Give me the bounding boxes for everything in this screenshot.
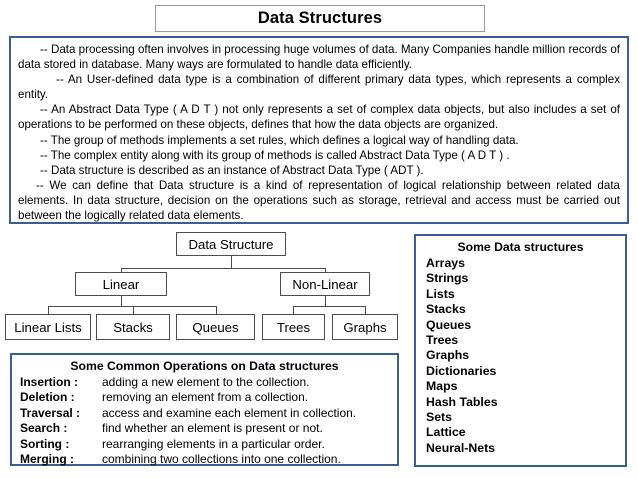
operation-row: Insertion : adding a new element to the … [20,375,389,390]
list-item: Queues [426,317,472,332]
list-item: Trees [426,333,459,348]
sidebar-heading: Some Data structures [457,240,584,254]
operation-row: Search : find whether an element is pres… [20,421,389,436]
tree-node-linear-lists: Linear Lists [5,314,91,340]
list-item: Hash Tables [426,394,498,409]
operation-description: find whether an element is present or no… [102,421,323,436]
intro-text-panel: -- Data processing often involves in pro… [9,36,629,224]
operation-term: Merging : [20,452,74,467]
list-item: Dictionaries [426,363,497,378]
data-structure-tree-diagram: Data Structure Linear Non-Linear Linear … [0,228,408,346]
tree-connector-linear-bus [48,306,216,307]
tree-connector-linear-stem [121,296,122,306]
tree-node-label: Linear [102,276,140,292]
list-item: Strings [426,271,469,286]
some-data-structures-panel: Some Data structures Arrays Strings List… [414,234,627,467]
list-item: Lists [426,286,455,301]
tree-node-label: Queues [192,319,239,335]
intro-paragraph: -- The complex entity along with its gro… [40,148,510,162]
operation-term: Deletion : [20,390,75,405]
intro-paragraph: -- We can define that Data structure is … [18,178,620,223]
operation-description: access and examine each element in colle… [102,405,357,420]
tree-connector-nonlinear-bus [293,306,365,307]
page-title-box: Data Structures [155,5,485,32]
tree-connector-to-trees [293,306,294,314]
tree-node-label: Data Structure [188,236,274,252]
operation-row: Sorting : rearranging elements in a part… [20,437,389,452]
operation-row: Traversal : access and examine each elem… [20,406,389,421]
operation-term: Traversal : [20,405,81,420]
operation-term: Insertion : [20,375,79,389]
tree-connector-to-graphs [365,306,366,314]
tree-node-label: Non-Linear [292,276,358,292]
tree-connector-to-linear [121,268,122,272]
list-item: Graphs [426,348,470,363]
operations-heading: Some Common Operations on Data structure… [70,359,339,373]
tree-node-linear: Linear [75,272,167,296]
common-operations-panel: Some Common Operations on Data structure… [10,353,399,466]
intro-paragraph: -- Data structure is described as an ins… [40,163,424,177]
list-item: Maps [426,379,458,394]
tree-node-root: Data Structure [176,232,286,256]
intro-paragraph: -- An Abstract Data Type ( A D T ) not o… [18,103,620,132]
list-item: Stacks [426,302,466,317]
tree-node-label: Linear Lists [14,319,82,335]
tree-connector-to-queues [216,306,217,314]
operation-description: rearranging elements in a particular ord… [102,436,325,451]
tree-node-label: Trees [276,319,311,335]
tree-connector-to-linear-lists [48,306,49,314]
intro-paragraph: -- An User-defined data type is a combin… [18,73,620,102]
tree-node-label: Graphs [343,319,387,335]
list-item: Neural-Nets [426,440,496,455]
intro-paragraph: -- The group of methods implements a set… [40,133,519,147]
list-item: Sets [426,410,452,425]
tree-node-non-linear: Non-Linear [280,272,370,296]
operation-description: removing an element from a collection. [102,390,309,405]
operation-row: Merging : combining two collections into… [20,452,389,467]
operation-term: Search : [20,421,68,436]
tree-connector-root-bus [121,268,325,269]
tree-connector-to-stacks [133,306,134,314]
tree-node-label: Stacks [113,319,153,335]
operation-term: Sorting : [20,436,70,451]
tree-node-trees: Trees [262,314,325,340]
operation-row: Deletion : removing an element from a co… [20,390,389,405]
intro-paragraph: -- Data processing often involves in pro… [18,43,620,72]
operation-description: combining two collections into one colle… [102,452,341,467]
tree-node-queues: Queues [176,314,255,340]
operation-description: adding a new element to the collection. [102,375,310,389]
tree-connector-to-nonlinear [325,268,326,272]
tree-node-graphs: Graphs [332,314,398,340]
page-title: Data Structures [257,9,383,27]
list-item: Arrays [426,256,465,270]
tree-connector-root-stem [231,256,232,268]
tree-connector-nonlinear-stem [325,296,326,306]
list-item: Lattice [426,425,466,440]
tree-node-stacks: Stacks [96,314,170,340]
